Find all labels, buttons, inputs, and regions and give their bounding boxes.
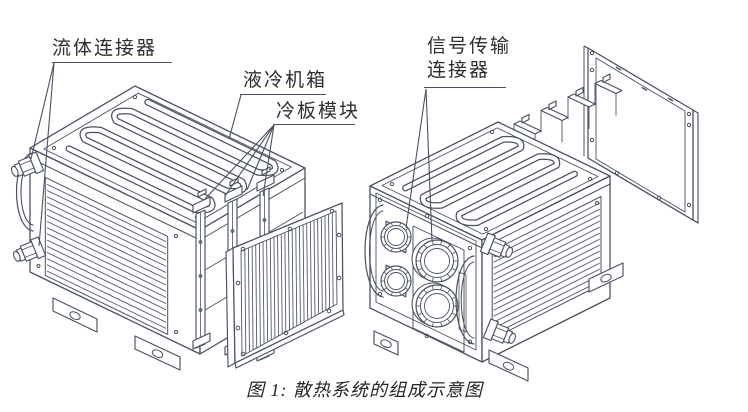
label-signal-connector-line1: 信号传输 [427,36,512,57]
leader-lines [30,62,433,247]
figure-caption: 图 1: 散热系统的组成示意图 [246,380,483,400]
label-signal-connector-underline [424,87,506,88]
fluid-connector-drawing [13,236,47,262]
label-fluid-connector-underline [52,62,172,63]
label-liquid-cooling-chassis: 液冷机箱 [243,70,328,91]
label-signal-connector-line2: 连接器 [427,60,491,81]
label-cold-plate-module-underline [273,124,355,125]
label-fluid-connector: 流体连接器 [52,38,158,59]
label-signal-connector: 信号传输 连接器 [427,35,511,83]
label-liquid-cooling-chassis-underline [240,94,326,95]
right-chassis-drawing [364,121,624,382]
fluid-connector-drawing [479,232,513,258]
fin-panel-drawing [225,202,345,369]
fluid-connector-drawing [11,151,45,177]
fluid-connector-drawing [482,318,516,344]
label-cold-plate-module: 冷板模块 [276,101,361,122]
right-cold-plates-drawing [513,73,623,156]
